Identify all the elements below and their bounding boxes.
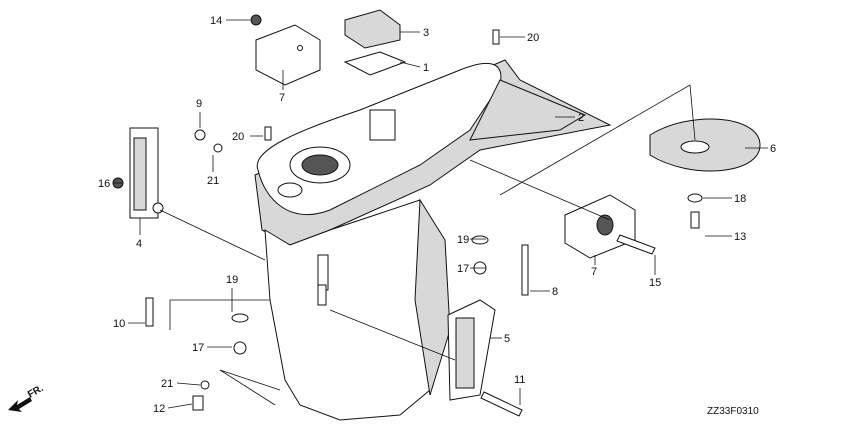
callout-9: 9 — [196, 98, 202, 110]
gear-case — [254, 59, 612, 421]
callout-17: 17 — [457, 263, 469, 275]
callout-21: 21 — [207, 175, 219, 187]
callout-21: 21 — [161, 378, 173, 390]
callout-3: 3 — [423, 27, 429, 39]
callout-20: 20 — [232, 131, 244, 143]
callout-17: 17 — [192, 342, 204, 354]
callout-20: 20 — [527, 32, 539, 44]
callout-5: 5 — [504, 333, 510, 345]
callout-8: 8 — [552, 286, 558, 298]
callout-15: 15 — [649, 277, 661, 289]
callout-4: 4 — [136, 238, 142, 250]
callout-11: 11 — [514, 374, 525, 386]
callout-7: 7 — [591, 266, 597, 278]
front-direction-arrow-icon: FR. — [8, 383, 46, 412]
front-direction-label: FR. — [26, 383, 46, 401]
callout-16: 16 — [98, 178, 110, 190]
callout-13: 13 — [734, 231, 746, 243]
diagram-code: ZZ33F0310 — [707, 406, 759, 417]
callout-19: 19 — [457, 234, 469, 246]
callout-7: 7 — [279, 92, 285, 104]
callout-2: 2 — [578, 112, 584, 124]
callout-12: 12 — [153, 403, 165, 415]
callout-19: 19 — [226, 274, 238, 286]
callout-1: 1 — [423, 62, 429, 74]
parts — [112, 9, 761, 417]
callout-6: 6 — [770, 143, 776, 155]
callout-14: 14 — [210, 15, 222, 27]
callouts: 14 3 20 1 7 2 9 20 6 16 21 18 4 19 13 17… — [98, 15, 776, 415]
callout-10: 10 — [113, 318, 125, 330]
leader-lines — [113, 19, 768, 409]
callout-18: 18 — [734, 193, 746, 205]
